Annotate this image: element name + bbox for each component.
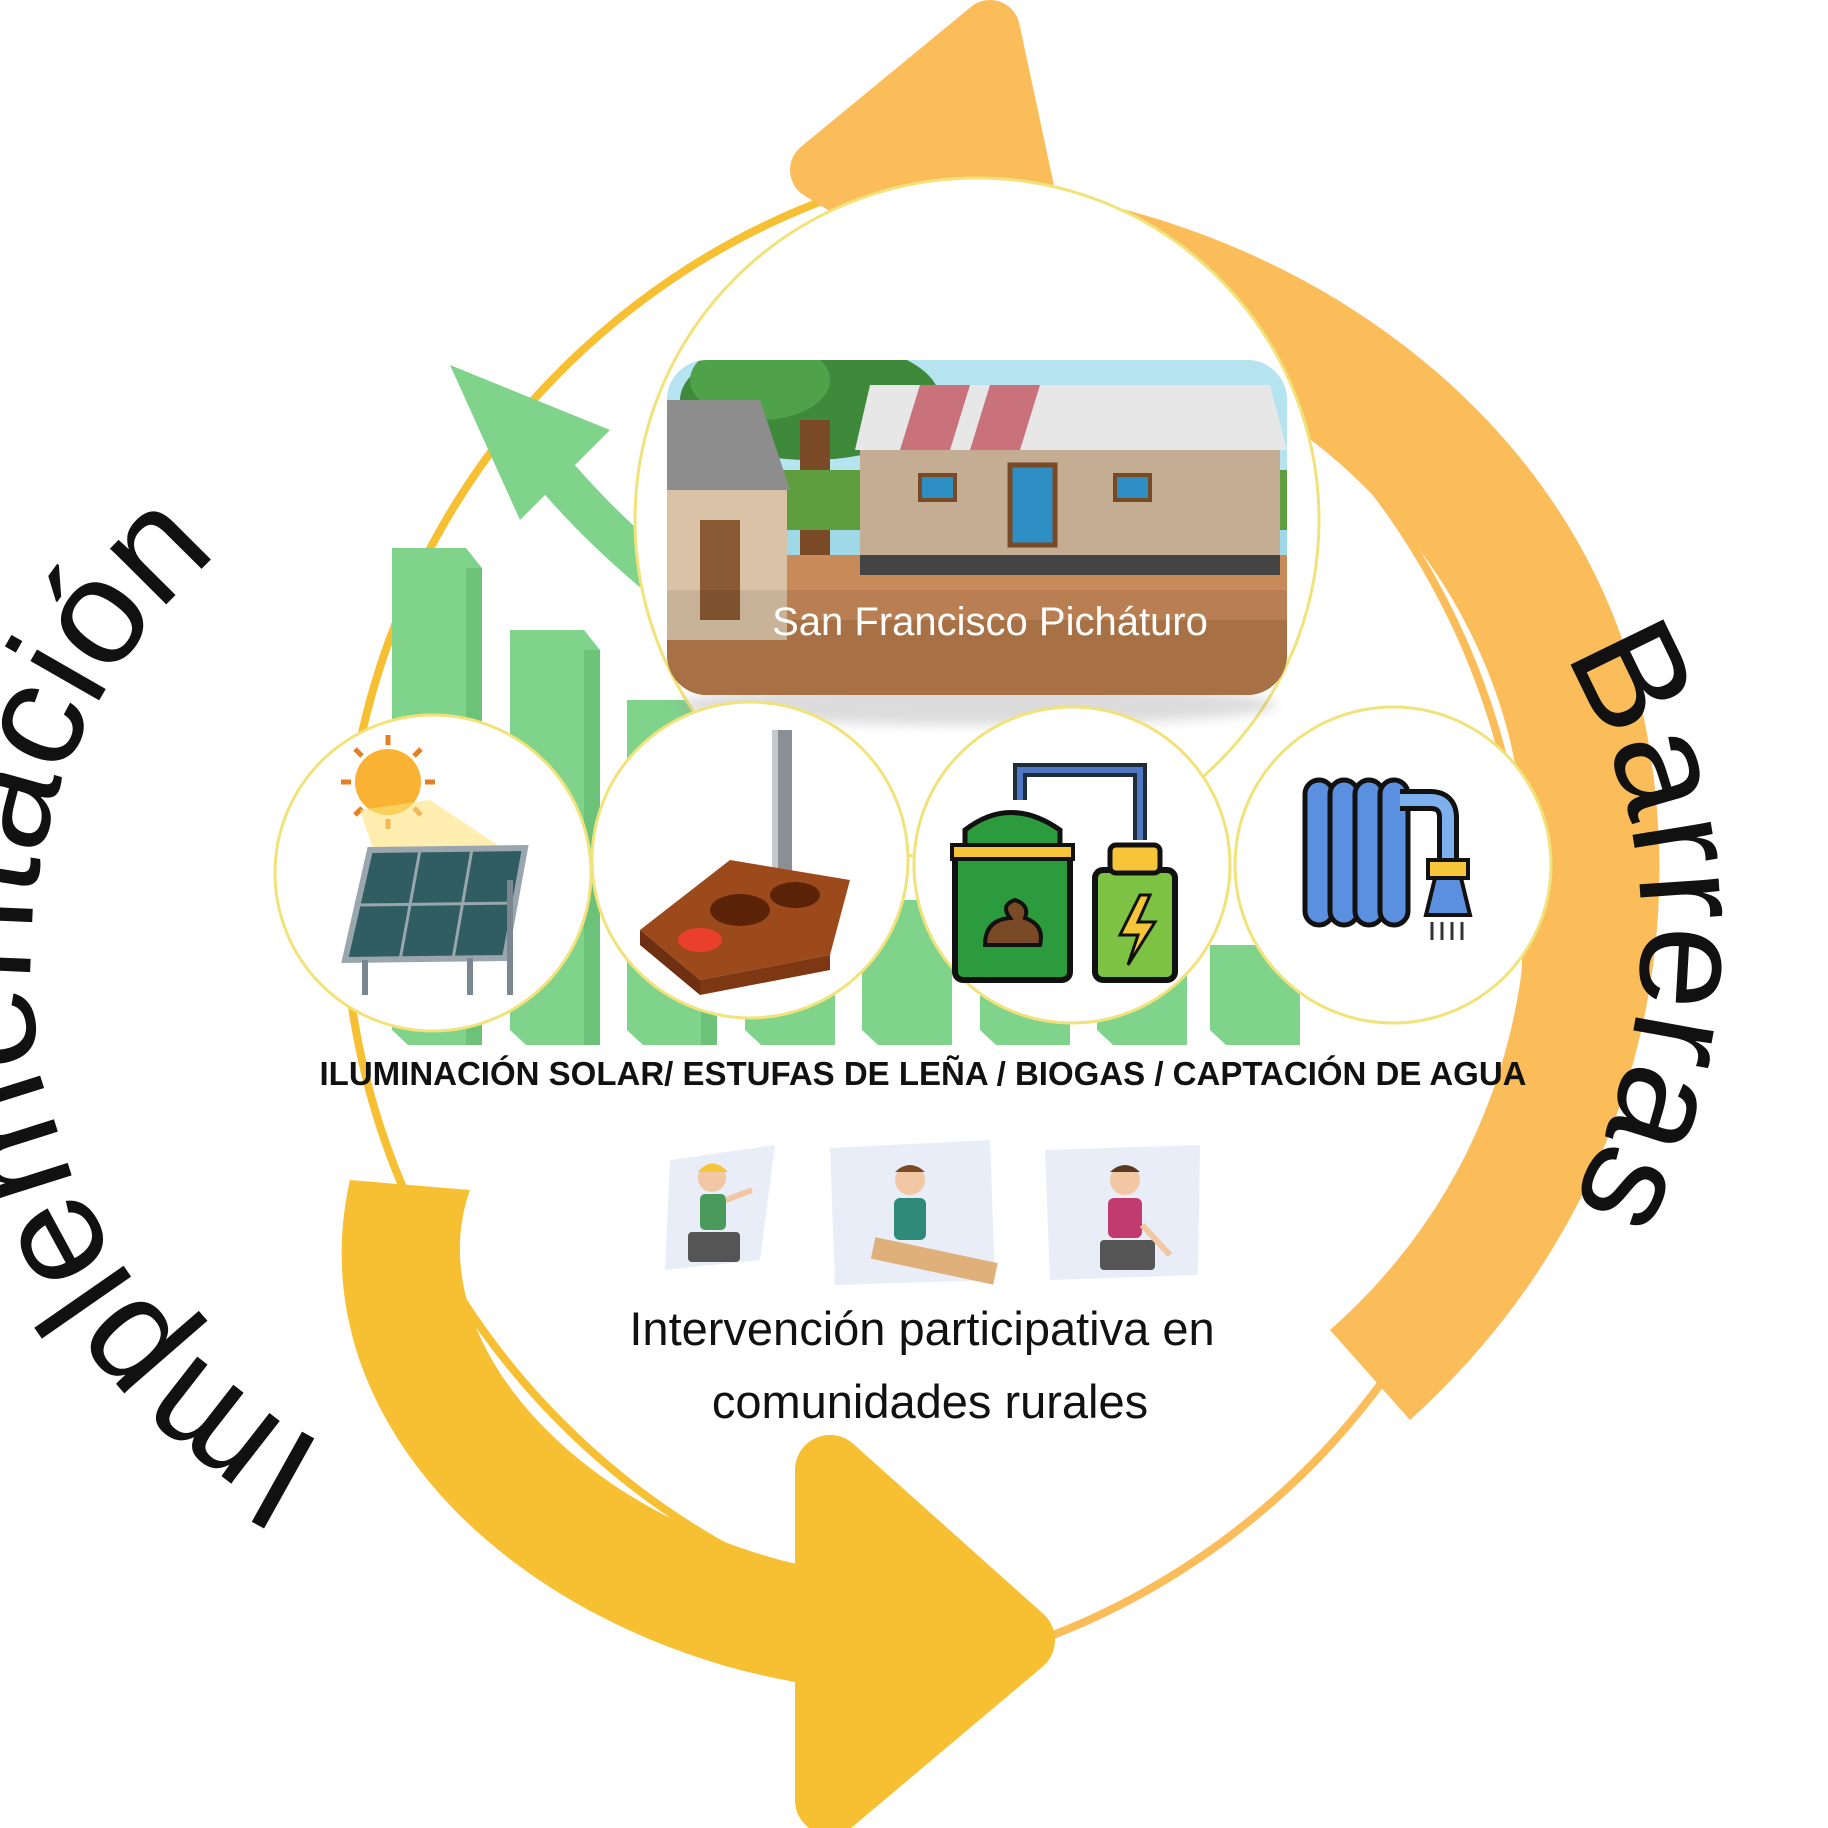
- participants: [665, 1140, 1200, 1285]
- implementation-arrow: [341, 1180, 1055, 1828]
- intervention-line-2: comunidades rurales: [712, 1375, 1148, 1428]
- biogas-digester-icon: [950, 763, 1178, 983]
- worker-painter-icon: [665, 1145, 775, 1270]
- water-hose-icon: [1302, 777, 1473, 940]
- solar-panel-icon: [341, 735, 529, 995]
- wood-stove-icon: [640, 730, 850, 995]
- village-house-picture: [667, 360, 1287, 695]
- intervention-line-1: Intervención participativa en: [629, 1302, 1214, 1355]
- tech-water: [1233, 705, 1553, 1025]
- worker-mechanic-icon: [1045, 1145, 1200, 1280]
- community-card: San Francisco Picháturo: [633, 176, 1321, 864]
- tech-solar: [273, 713, 593, 1033]
- tech-stove: [590, 700, 910, 1020]
- implementation-label: Implementación: [0, 457, 342, 1564]
- technologies-label: ILUMINACIÓN SOLAR/ ESTUFAS DE LEÑA / BIO…: [320, 1055, 1527, 1092]
- tech-biogas: [912, 705, 1232, 1025]
- community-name: San Francisco Picháturo: [772, 600, 1208, 644]
- worker-carpenter-icon: [830, 1140, 998, 1285]
